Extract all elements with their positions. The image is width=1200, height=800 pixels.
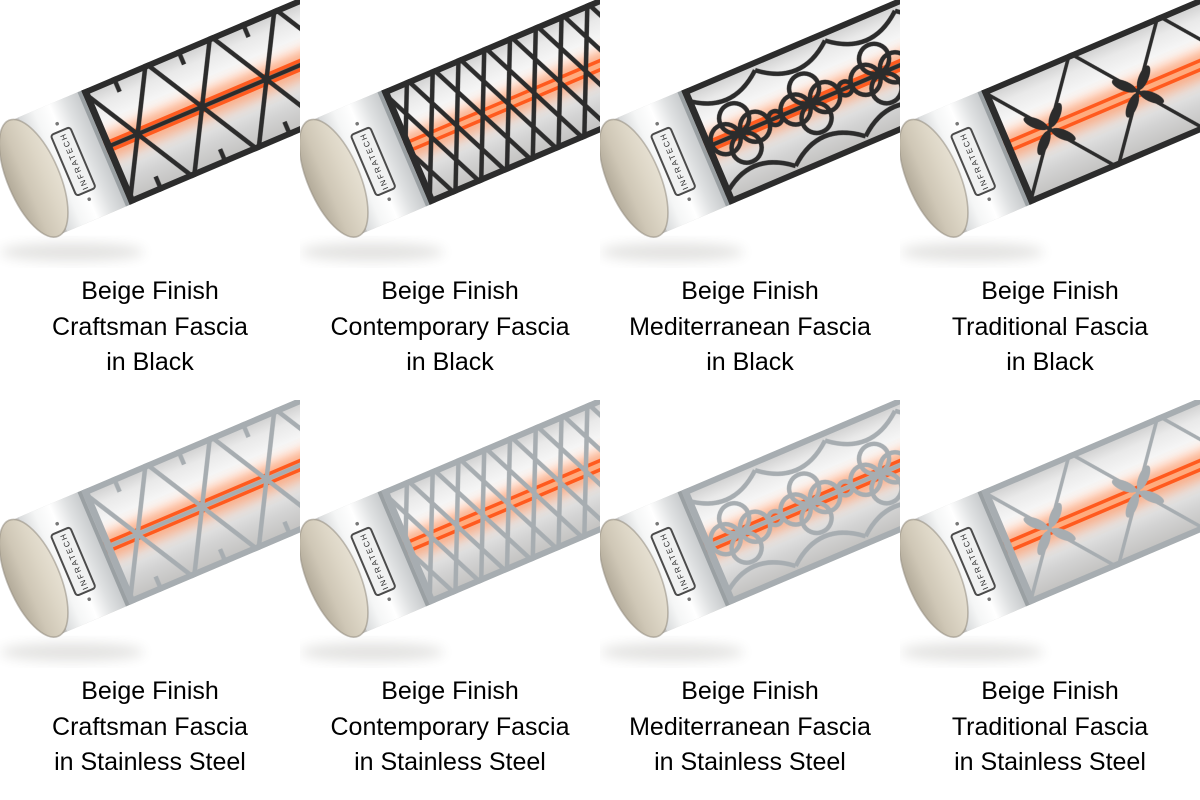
fascia-grille (381, 400, 600, 605)
product-photo: INFRATECH (600, 0, 900, 268)
heater-shadow (300, 643, 444, 661)
product-caption: Beige Finish Craftsman Fascia in Stainle… (52, 677, 248, 776)
product-card[interactable]: INFRATECH Beige Finish Traditional Fasci… (900, 400, 1200, 800)
product-card[interactable]: INFRATECH Beige Finish Contemporary Fasc… (300, 0, 600, 400)
heater-shadow (900, 643, 1044, 661)
end-cap (900, 519, 968, 638)
product-photo: INFRATECH (0, 400, 300, 668)
end-cap (0, 519, 68, 638)
fascia-grille (81, 0, 300, 205)
product-card[interactable]: INFRATECH Beige Finish Craftsman Fascia … (0, 400, 300, 800)
end-cap (300, 119, 368, 238)
heater-illustration: INFRATECH (600, 400, 900, 661)
end-cap (900, 119, 968, 238)
heater-illustration: INFRATECH (300, 0, 600, 261)
product-photo: INFRATECH (300, 0, 600, 268)
product-photo: INFRATECH (600, 400, 900, 668)
fascia-grille (81, 400, 300, 605)
heater-illustration: INFRATECH (600, 0, 900, 261)
heater-shadow (0, 643, 144, 661)
end-cap (300, 519, 368, 638)
product-card[interactable]: INFRATECH Beige Finish Mediterranean Fas… (600, 0, 900, 400)
fascia-grille (681, 400, 900, 605)
heater-shadow (900, 243, 1044, 261)
heater-illustration: INFRATECH (0, 0, 300, 261)
product-caption: Beige Finish Craftsman Fascia in Black (52, 277, 248, 376)
product-caption: Beige Finish Traditional Fascia in Stain… (951, 677, 1149, 776)
product-photo: INFRATECH (900, 0, 1200, 268)
fascia-grille (381, 0, 600, 205)
heater-shadow (0, 243, 144, 261)
product-caption: Beige Finish Contemporary Fascia in Blac… (330, 277, 570, 376)
heater-shadow (600, 243, 744, 261)
product-caption: Beige Finish Traditional Fascia in Black (951, 277, 1149, 376)
heater-illustration: INFRATECH (900, 0, 1200, 261)
product-photo: INFRATECH (0, 0, 300, 268)
fascia-grille (681, 0, 900, 205)
product-photo: INFRATECH (900, 400, 1200, 668)
heater-illustration: INFRATECH (900, 400, 1200, 661)
heater-shadow (600, 643, 744, 661)
product-caption: Beige Finish Mediterranean Fascia in Bla… (629, 277, 871, 376)
product-card[interactable]: INFRATECH Beige Finish Mediterranean Fas… (600, 400, 900, 800)
heater-shadow (300, 243, 444, 261)
end-cap (0, 119, 68, 238)
fascia-grille (981, 400, 1200, 605)
product-caption: Beige Finish Mediterranean Fascia in Sta… (629, 677, 871, 776)
product-photo: INFRATECH (300, 400, 600, 668)
product-card[interactable]: INFRATECH Beige Finish Craftsman Fascia … (0, 0, 300, 400)
end-cap (600, 519, 668, 638)
product-card[interactable]: INFRATECH Beige Finish Contemporary Fasc… (300, 400, 600, 800)
product-caption: Beige Finish Contemporary Fascia in Stai… (330, 677, 570, 776)
heater-illustration: INFRATECH (300, 400, 600, 661)
product-card[interactable]: INFRATECH Beige Finish Traditional Fasci… (900, 0, 1200, 400)
heater-illustration: INFRATECH (0, 400, 300, 661)
fascia-grille (981, 0, 1200, 205)
end-cap (600, 119, 668, 238)
